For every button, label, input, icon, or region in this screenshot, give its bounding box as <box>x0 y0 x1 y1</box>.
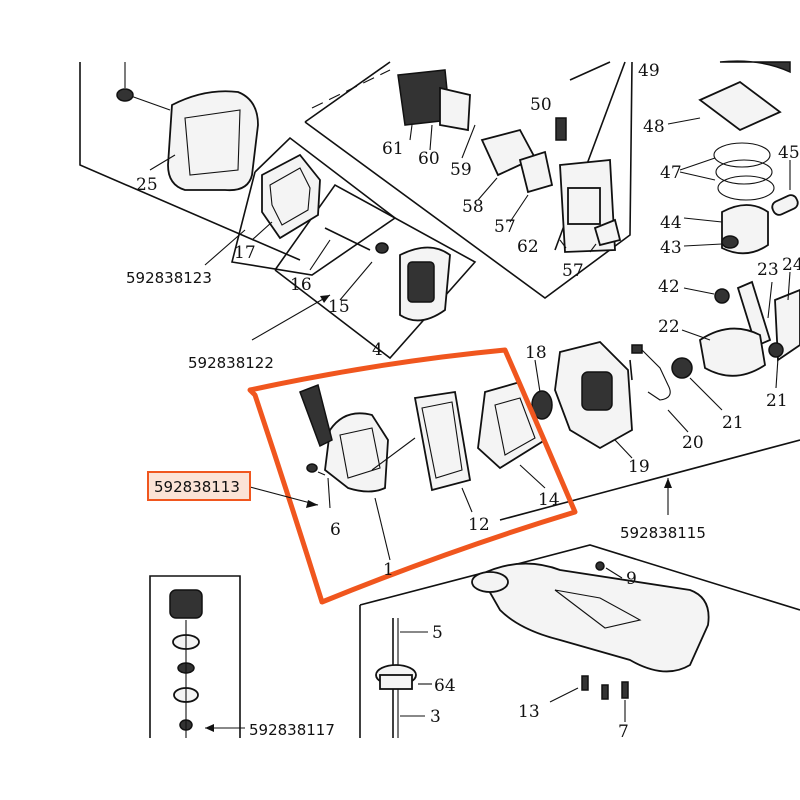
part-label: 18 <box>525 343 547 363</box>
part-label: 62 <box>517 237 539 257</box>
part-label: 21 <box>766 391 788 411</box>
part-label: 6 <box>330 520 341 540</box>
part-label: 17 <box>234 243 256 263</box>
part-number-labels: 49 50 48 45 47 44 43 23 24 42 22 21 21 2… <box>136 61 800 742</box>
part-label: 14 <box>538 490 560 510</box>
part-label: 59 <box>450 160 472 180</box>
cylinder-top-group-parts <box>397 69 622 253</box>
part-label: 16 <box>290 275 312 295</box>
air-filter-element-part <box>251 153 321 241</box>
part-label: 49 <box>638 61 660 81</box>
part-label: 24 <box>782 255 800 275</box>
part-label: 1 <box>383 560 394 580</box>
part-label: 25 <box>136 175 158 195</box>
part-label: 22 <box>658 317 680 337</box>
recoil-starter-parts <box>299 380 547 561</box>
code-leader-lines <box>204 229 672 508</box>
bolt-set-parts <box>169 589 245 738</box>
part-label: 20 <box>682 433 704 453</box>
part-label: 45 <box>778 143 800 163</box>
part-label: 9 <box>626 569 637 589</box>
assembly-code-label: 592838122 <box>188 354 274 372</box>
part-label: 7 <box>618 722 629 742</box>
part-label: 57 <box>494 217 516 237</box>
starter-code-highlight-box <box>147 471 251 501</box>
part-label: 4 <box>372 340 383 360</box>
part-label: 44 <box>660 213 682 233</box>
assembly-code-label: 592838117 <box>249 721 335 739</box>
handle-parts <box>471 561 710 722</box>
air-filter-cover-part <box>116 62 259 192</box>
part-label: 48 <box>643 117 665 137</box>
assembly-code-label: 592838115 <box>620 524 706 542</box>
part-label: 42 <box>658 277 680 297</box>
assembly-code-label: 592838123 <box>126 269 212 287</box>
assembly-code-labels: 592838123 592838122 592838113 592838115 … <box>126 269 706 739</box>
part-label: 19 <box>628 457 650 477</box>
part-label: 13 <box>518 702 540 722</box>
part-label: 23 <box>757 260 779 280</box>
part-label: 21 <box>722 413 744 433</box>
part-label: 50 <box>530 95 552 115</box>
part-label: 5 <box>432 623 443 643</box>
part-label: 47 <box>660 163 682 183</box>
part-label: 12 <box>468 515 490 535</box>
engine-right-parts <box>667 60 800 411</box>
part-label: 64 <box>434 676 456 696</box>
part-label: 43 <box>660 238 682 258</box>
crankcase-parts <box>531 341 689 515</box>
carburetor-group-parts <box>309 227 451 322</box>
starter-assembly-code-label: 592838113 <box>154 478 240 496</box>
part-label: 15 <box>328 297 350 317</box>
part-label: 58 <box>462 197 484 217</box>
starter-assembly-highlight <box>247 347 578 605</box>
part-label: 57 <box>562 261 584 281</box>
part-label: 3 <box>430 707 441 727</box>
part-label: 61 <box>382 139 404 159</box>
shaft-parts <box>375 618 432 738</box>
part-label: 60 <box>418 149 440 169</box>
